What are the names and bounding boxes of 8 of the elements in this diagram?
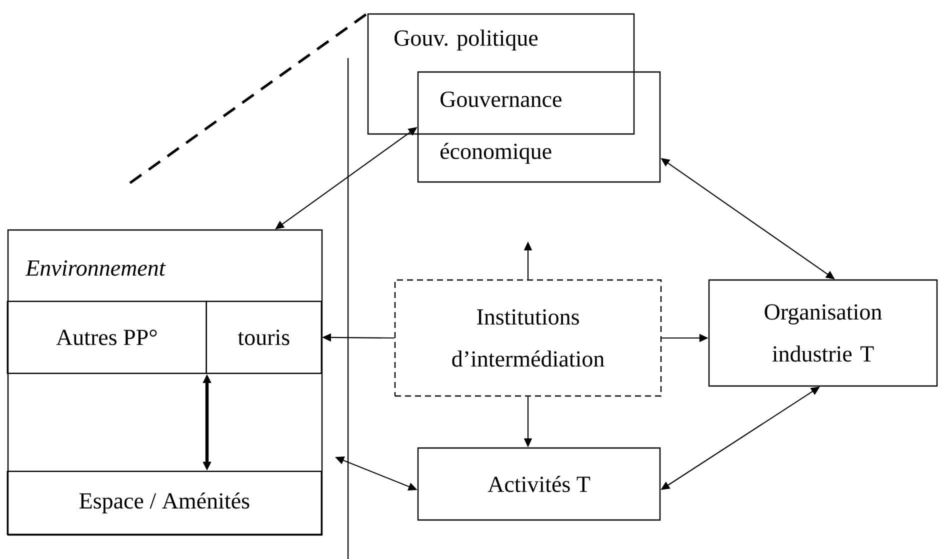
table-cell: touris [206, 300, 322, 374]
table-cell: Espace / Aménités [6, 470, 322, 535]
dashed-box: Institutions d’intermédiation [394, 279, 662, 397]
box: Activités T [417, 447, 661, 521]
table-cell: Autres PP° [6, 300, 207, 374]
box: Gouvernance économique [417, 71, 661, 183]
box: Organisation industrie T [708, 279, 938, 387]
dashed-line [129, 12, 368, 184]
